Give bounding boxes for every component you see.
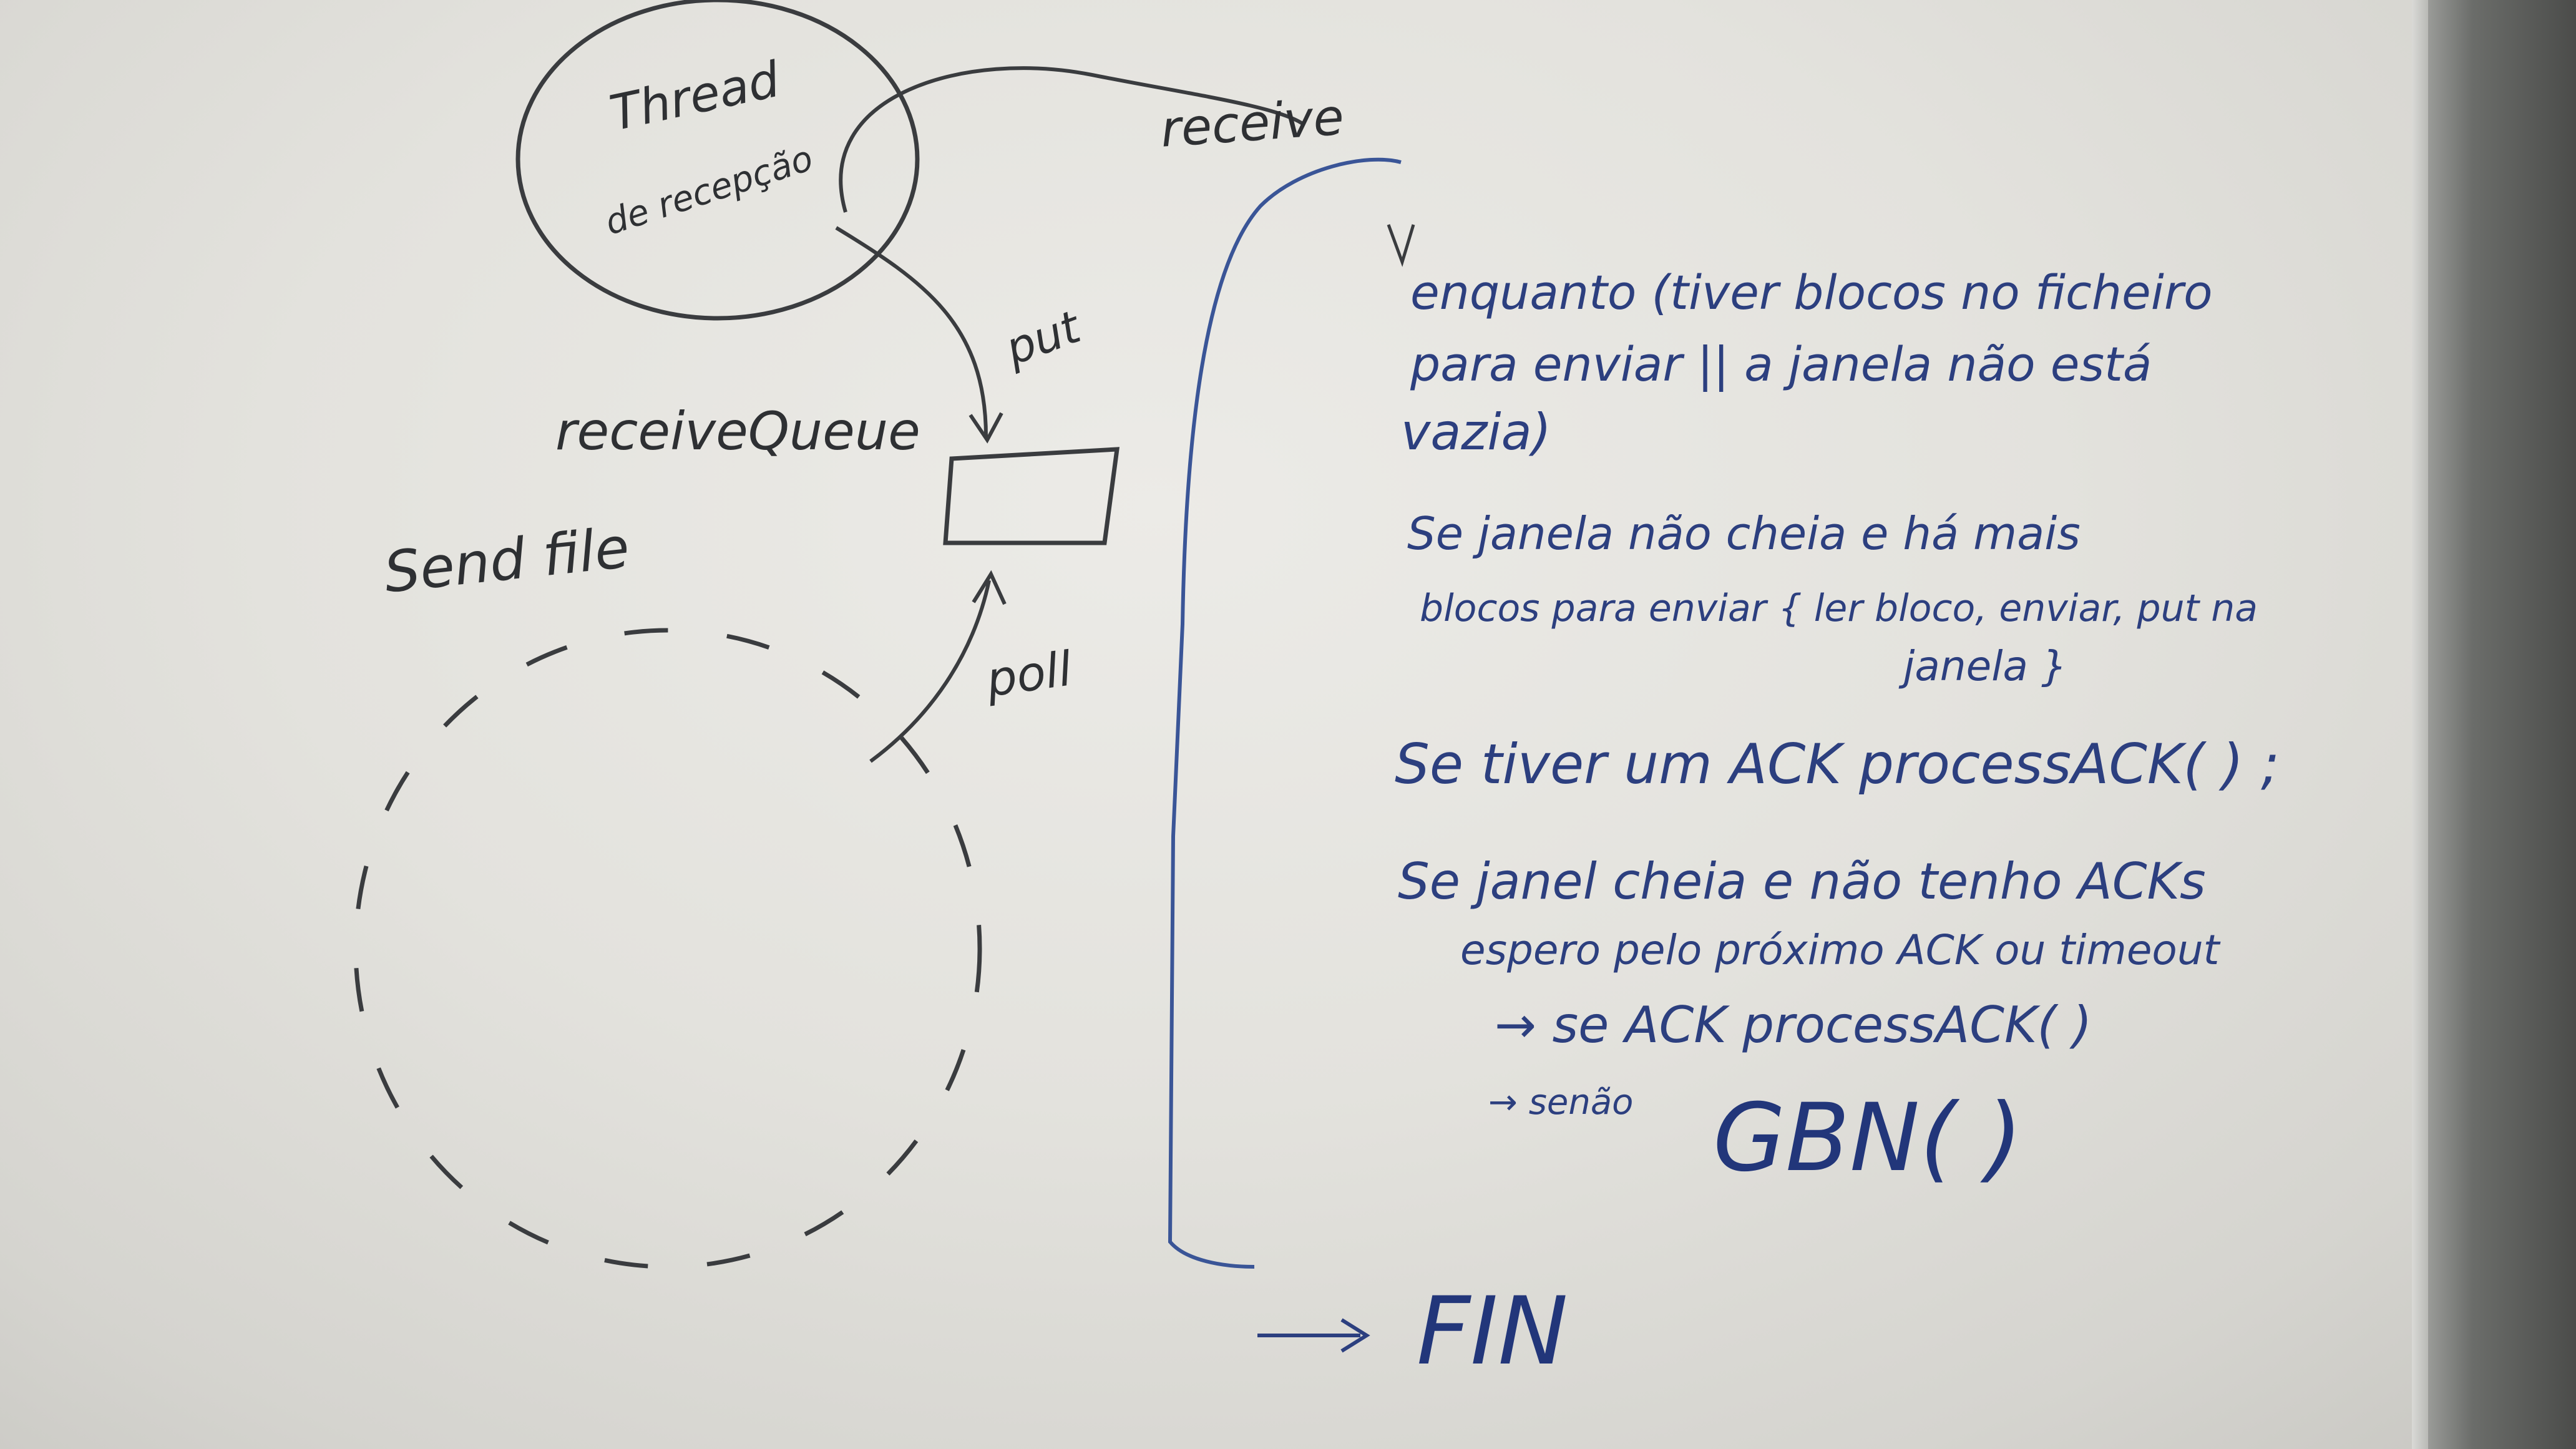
loop-line-2: para enviar || a janela não está bbox=[1410, 336, 2152, 393]
poll-arrowhead bbox=[972, 570, 1007, 605]
whiteboard-drawing: Thread de recepção receive put receiveQu… bbox=[353, 0, 2280, 1386]
thread-label-1: Thread bbox=[605, 52, 785, 142]
loop-arrowhead bbox=[1387, 224, 1415, 267]
put-label: put bbox=[998, 300, 1088, 375]
rule3-line-1: Se janel cheia e não tenho ACKs bbox=[1398, 852, 2206, 910]
whiteboard-frame bbox=[2428, 0, 2576, 1449]
receive-curve bbox=[839, 66, 1305, 213]
queue-box bbox=[943, 447, 1120, 545]
rule1-line-3: janela } bbox=[1898, 642, 2067, 690]
rule1-line-2: blocos para enviar { ler bloco, enviar, … bbox=[1420, 587, 2258, 630]
sendfile-dashed-circle bbox=[353, 628, 982, 1269]
receive-label: receive bbox=[1159, 88, 1346, 159]
fin-label: FIN bbox=[1417, 1277, 1568, 1386]
put-arrow bbox=[835, 226, 988, 437]
rule3-line-4: → senão bbox=[1488, 1082, 1633, 1123]
thread-circle bbox=[515, 0, 920, 321]
poll-arrow bbox=[869, 580, 991, 763]
rule3-line-2: espero pelo próximo ACK ou timeout bbox=[1460, 926, 2221, 974]
put-arrowhead bbox=[968, 412, 1003, 444]
sendfile-label: Send file bbox=[381, 515, 633, 606]
loop-line-1: enquanto (tiver blocos no ficheiro bbox=[1410, 265, 2213, 320]
thread-label-2: de recepção bbox=[600, 138, 818, 243]
rule2-line-1: Se tiver um ACK processACK( ) ; bbox=[1395, 732, 2280, 796]
poll-label: poll bbox=[982, 640, 1075, 707]
queue-label: receiveQueue bbox=[555, 401, 920, 462]
rule3-gbn: GBN( ) bbox=[1713, 1084, 2022, 1193]
whiteboard-frame-edge bbox=[2412, 0, 2428, 1449]
fin-arrowhead bbox=[1340, 1318, 1370, 1353]
rule3-line-3: → se ACK processACK( ) bbox=[1495, 996, 2092, 1054]
rule1-line-1: Se janela não cheia e há mais bbox=[1407, 507, 2081, 560]
loop-line-3: vazia) bbox=[1401, 403, 1551, 461]
loop-bracket bbox=[1168, 157, 1402, 1269]
